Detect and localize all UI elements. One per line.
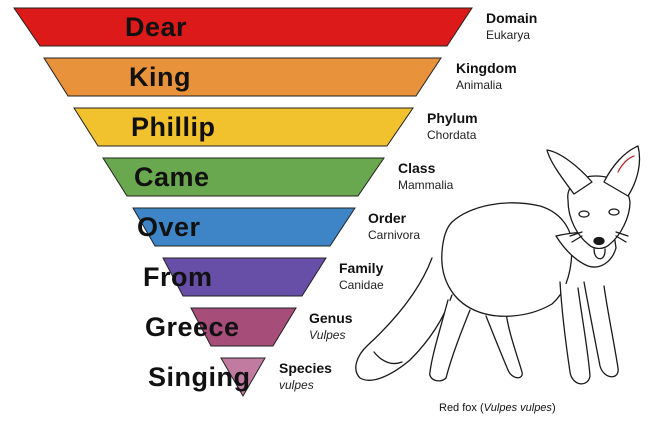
fox-nose — [593, 236, 605, 246]
fox-eye-left — [578, 210, 590, 218]
taxon-name-species: vulpes — [279, 378, 314, 392]
taxon-name-genus: Vulpes — [309, 328, 346, 342]
fox-left-ear — [546, 149, 593, 195]
fox-head — [567, 175, 631, 250]
funnel-band-phylum — [73, 107, 414, 147]
fox-tongue — [593, 248, 606, 260]
funnel-band-genus — [190, 307, 297, 347]
caption-prefix: Red fox ( — [439, 402, 484, 414]
taxon-name-order: Carnivora — [368, 228, 421, 242]
funnel-band-species — [220, 357, 266, 397]
mnemonic-word-genus: Greece — [145, 312, 240, 342]
funnel-band-kingdom — [43, 57, 442, 97]
caption-species: Vulpes vulpes — [483, 402, 552, 414]
fox-body — [441, 202, 573, 317]
funnel-band-class — [102, 157, 385, 197]
rank-label-order: Order — [368, 210, 407, 226]
caption-suffix: ) — [551, 402, 556, 414]
mnemonic-word-class: Came — [134, 162, 210, 192]
fox-tail — [355, 257, 453, 381]
funnel-band-order — [132, 207, 356, 247]
fox-hind-leg — [429, 299, 471, 382]
rank-label-class: Class — [398, 160, 436, 176]
taxon-name-family: Canidae — [339, 278, 384, 292]
fox-eye-right — [608, 208, 620, 216]
fox-front-leg — [559, 281, 591, 385]
rank-label-genus: Genus — [309, 310, 353, 326]
taxon-name-class: Mammalia — [398, 178, 454, 192]
rank-label-species: Species — [279, 360, 332, 376]
rank-label-phylum: Phylum — [427, 110, 478, 126]
fox-right-ear — [603, 145, 641, 197]
mnemonic-word-domain: Dear — [125, 12, 188, 42]
figure-caption: Red fox (Vulpes vulpes) — [439, 402, 556, 414]
rank-label-family: Family — [339, 260, 384, 276]
funnel-band-family — [162, 257, 327, 297]
taxon-name-domain: Eukarya — [486, 28, 531, 42]
taxon-name-phylum: Chordata — [427, 128, 477, 142]
rank-label-kingdom: Kingdom — [456, 60, 517, 76]
mnemonic-word-kingdom: King — [129, 62, 191, 92]
mnemonic-word-family: From — [143, 262, 213, 292]
mnemonic-word-species: Singing — [148, 362, 251, 392]
rank-label-domain: Domain — [486, 10, 538, 26]
taxon-name-kingdom: Animalia — [456, 78, 503, 92]
mnemonic-word-phylum: Phillip — [131, 112, 216, 142]
mnemonic-word-order: Over — [137, 212, 201, 242]
funnel-band-domain — [13, 7, 473, 47]
